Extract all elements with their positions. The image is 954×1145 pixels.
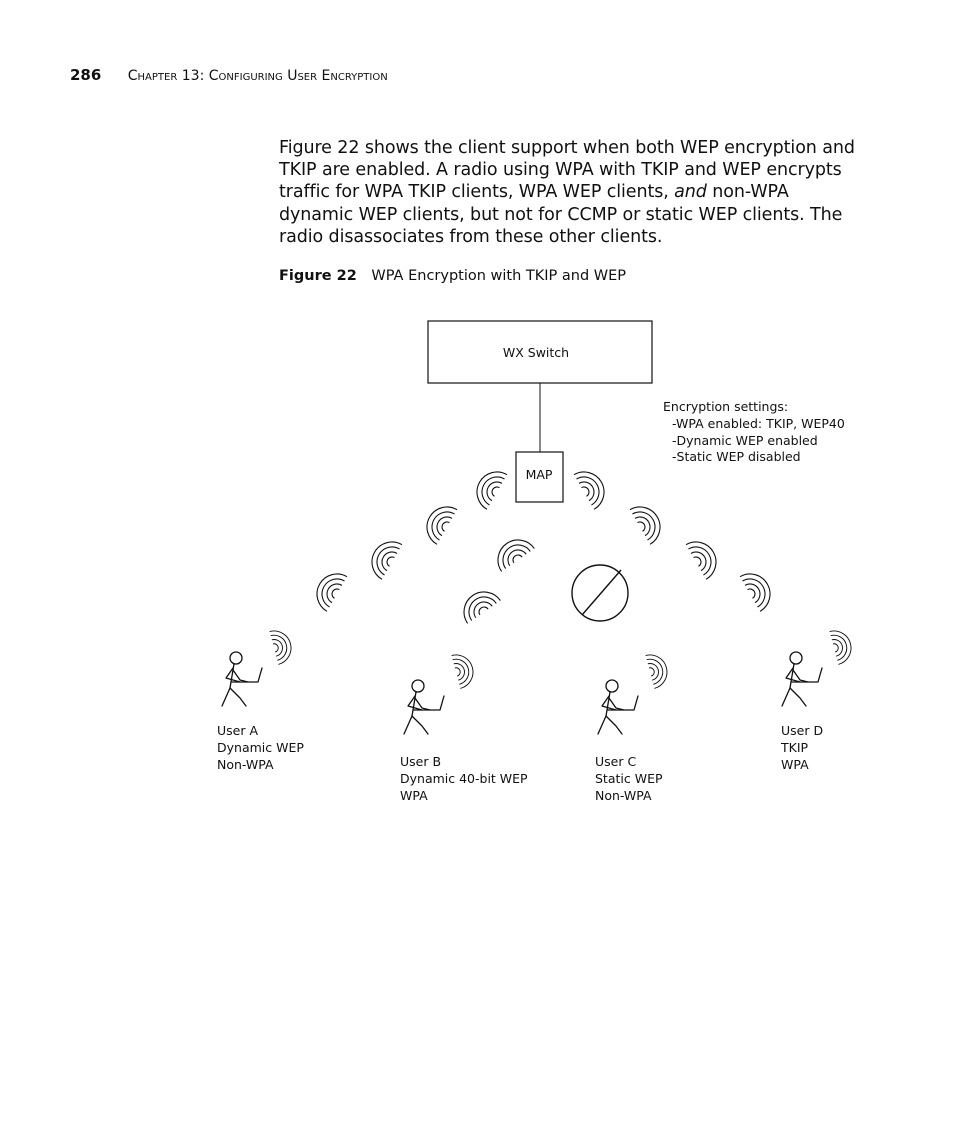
radio-waves-icon — [740, 567, 777, 612]
user-c-mode: Non-WPA — [595, 788, 652, 803]
user-a-waves-icon — [270, 627, 295, 664]
user-c-person-icon — [598, 680, 638, 734]
user-d-label: User D TKIP WPA — [780, 723, 827, 772]
wx-switch-label: WX Switch — [503, 345, 569, 360]
user-d-waves-icon — [830, 627, 855, 664]
user-b-person-icon — [404, 680, 444, 734]
user-b-label: User B Dynamic 40-bit WEP WPA — [400, 754, 532, 803]
radio-waves-icon — [365, 535, 402, 580]
settings-static-wep: -Static WEP disabled — [672, 449, 801, 464]
radio-waves-icon — [470, 465, 507, 510]
user-c-waves-icon — [646, 651, 671, 688]
radio-waves-icon — [630, 500, 667, 545]
user-a-mode: Non-WPA — [217, 757, 274, 772]
radio-waves-icon — [574, 465, 611, 510]
map-label: MAP — [526, 467, 553, 482]
radio-waves-icon — [420, 500, 457, 545]
user-b-waves-icon — [452, 651, 477, 688]
user-a-label: User A Dynamic WEP Non-WPA — [217, 723, 308, 772]
radio-waves-icon — [456, 584, 500, 623]
user-b-mode: WPA — [400, 788, 428, 803]
user-b-encryption: Dynamic 40-bit WEP — [400, 771, 528, 786]
user-d-encryption: TKIP — [780, 740, 809, 755]
user-b-name: User B — [400, 754, 441, 769]
user-d-mode: WPA — [781, 757, 809, 772]
radio-waves-icon — [686, 535, 723, 580]
user-a-person-icon — [222, 652, 262, 706]
radio-waves-icon — [490, 532, 534, 571]
user-c-encryption: Static WEP — [595, 771, 663, 786]
blocked-icon — [572, 565, 628, 621]
user-a-encryption: Dynamic WEP — [217, 740, 304, 755]
user-c-label: User C Static WEP Non-WPA — [595, 754, 667, 803]
settings-dynamic-wep: -Dynamic WEP enabled — [672, 433, 818, 448]
user-d-person-icon — [782, 652, 822, 706]
user-c-name: User C — [595, 754, 636, 769]
radio-waves-icon — [310, 567, 347, 612]
settings-wpa: -WPA enabled: TKIP, WEP40 — [672, 416, 845, 431]
user-d-name: User D — [781, 723, 823, 738]
settings-title: Encryption settings: — [663, 399, 788, 414]
user-a-name: User A — [217, 723, 258, 738]
encryption-settings: Encryption settings: -WPA enabled: TKIP,… — [663, 399, 849, 464]
